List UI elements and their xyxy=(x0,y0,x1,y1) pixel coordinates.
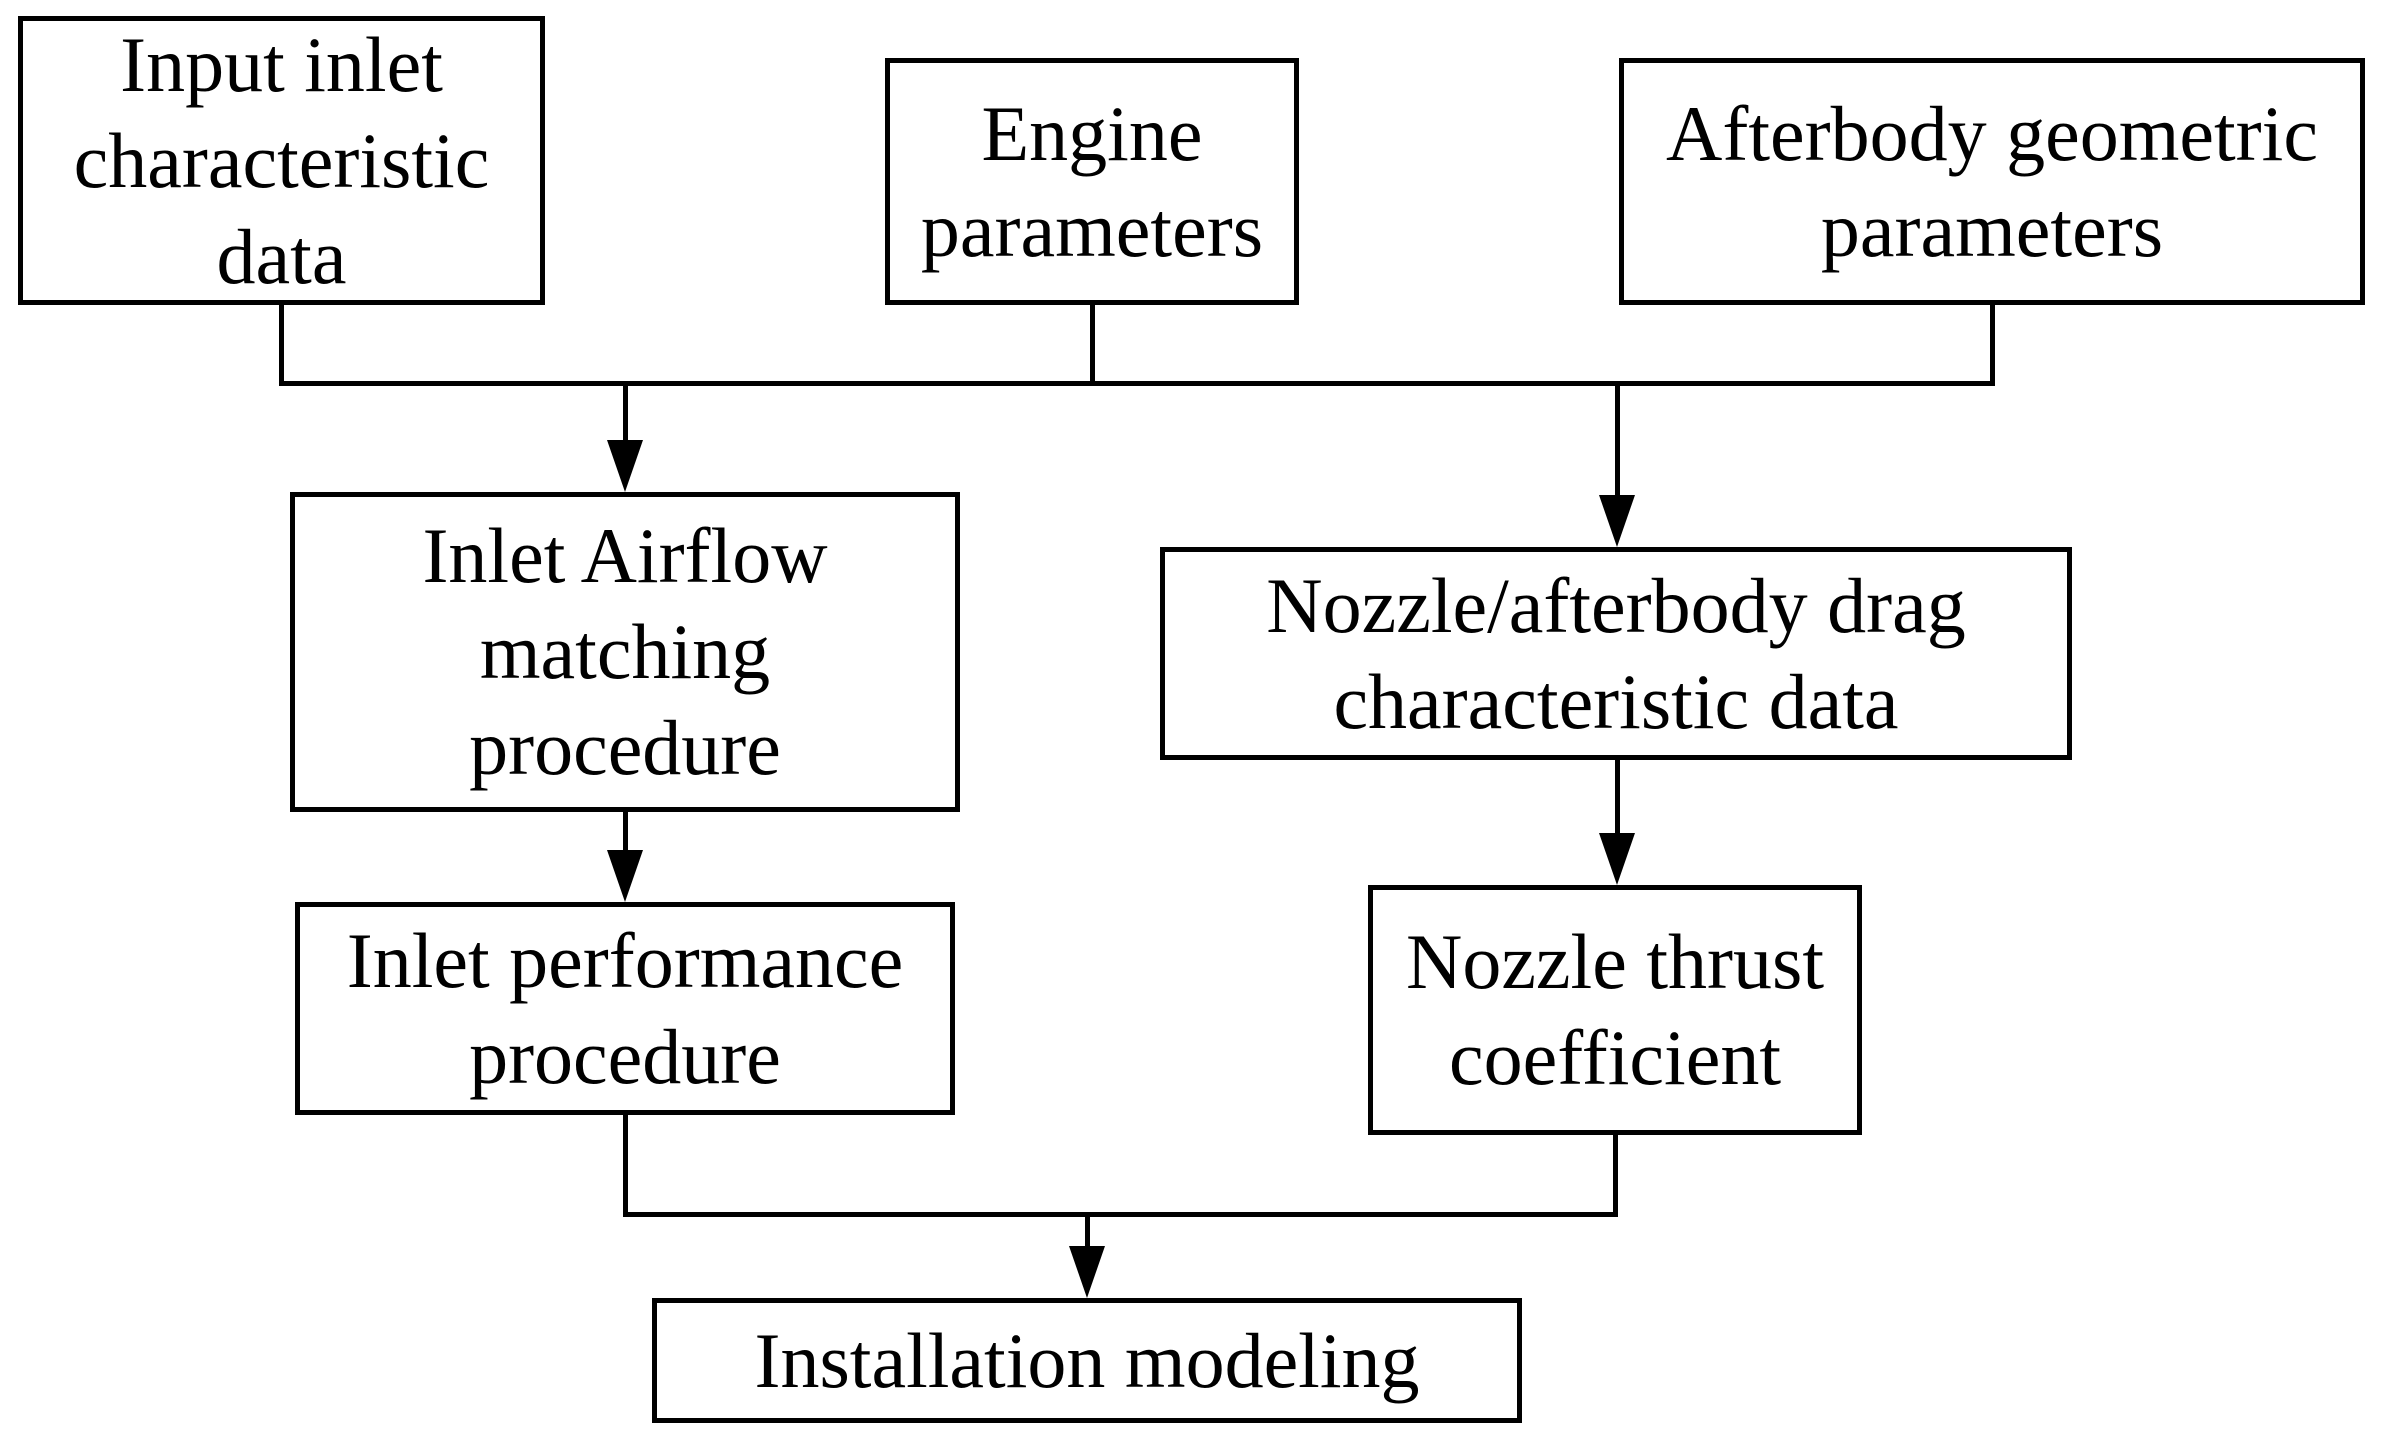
connector-drop-from-engine-parameters xyxy=(1090,305,1095,386)
node-input-inlet-characteristic-data: Input inlet characteristic data xyxy=(18,16,545,305)
arrowhead-into-installation xyxy=(1069,1246,1105,1298)
connector-stem-airflow-to-performance xyxy=(623,812,628,854)
node-inlet-performance-procedure: Inlet performance procedure xyxy=(295,902,955,1115)
arrowhead-into-inlet-performance xyxy=(607,850,643,902)
node-engine-parameters: Engine parameters xyxy=(885,58,1299,305)
connector-drop-from-afterbody xyxy=(1990,305,1995,386)
connector-drop-from-input-inlet xyxy=(279,305,284,386)
node-inlet-airflow-matching-procedure: Inlet Airflow matching procedure xyxy=(290,492,960,812)
connector-stem-to-installation xyxy=(1085,1212,1090,1248)
node-nozzle-afterbody-drag-data: Nozzle/afterbody drag characteristic dat… xyxy=(1160,547,2072,760)
arrowhead-into-inlet-airflow xyxy=(607,440,643,492)
connector-drop-from-performance xyxy=(623,1115,628,1217)
arrowhead-into-nozzle-afterbody xyxy=(1599,495,1635,547)
connector-collector-line xyxy=(279,381,1995,386)
node-nozzle-thrust-coefficient: Nozzle thrust coefficient xyxy=(1368,885,1862,1135)
connector-stem-to-inlet-airflow xyxy=(623,381,628,443)
connector-drop-from-thrust xyxy=(1613,1135,1618,1217)
connector-stem-drag-to-thrust xyxy=(1615,760,1620,837)
arrowhead-into-nozzle-thrust xyxy=(1599,833,1635,885)
connector-merge-line xyxy=(623,1212,1618,1217)
node-installation-modeling: Installation modeling xyxy=(652,1298,1522,1423)
node-afterbody-geometric-parameters: Afterbody geometric parameters xyxy=(1619,58,2365,305)
connector-stem-to-nozzle-afterbody xyxy=(1615,381,1620,498)
